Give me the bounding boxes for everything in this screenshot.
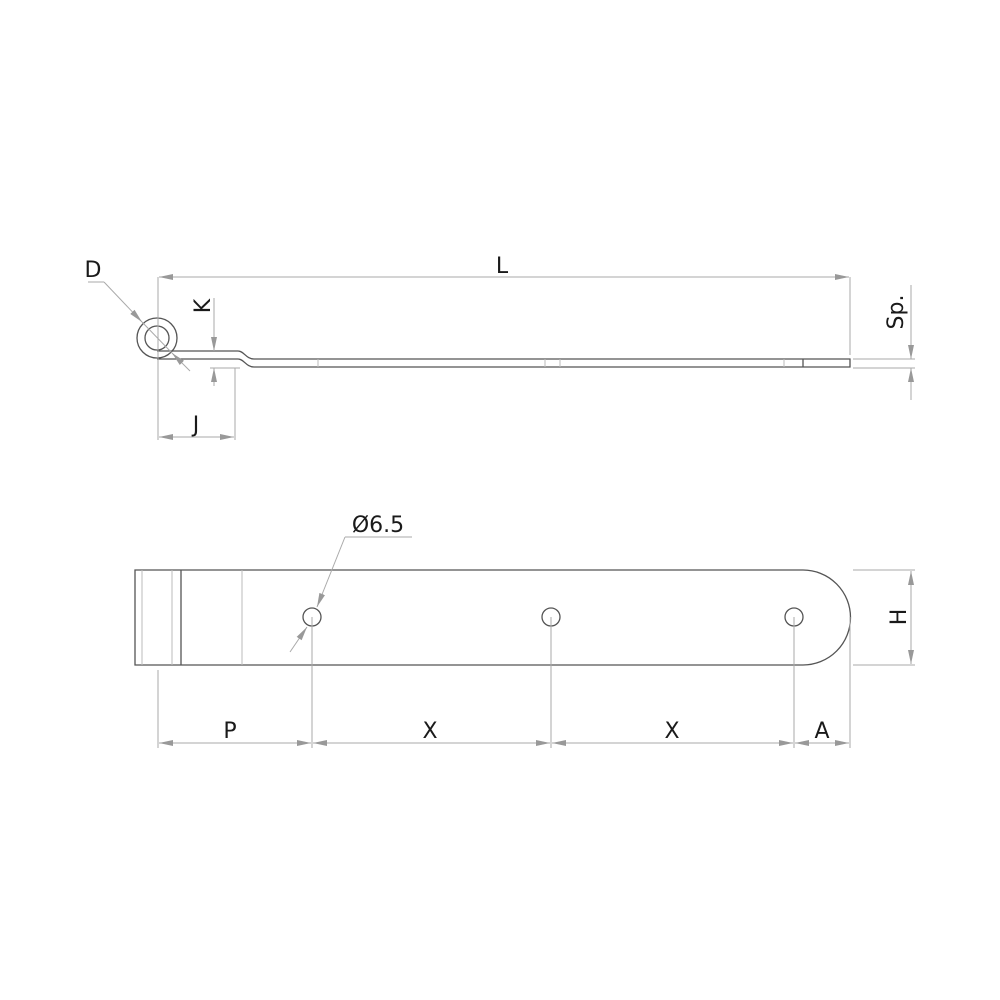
label-L: L <box>496 254 509 279</box>
label-hole-diameter: Ø6.5 <box>352 513 404 538</box>
side-view: L D K J Sp. <box>85 254 915 440</box>
dimension-J: J <box>159 368 236 440</box>
label-K: K <box>191 298 216 313</box>
label-Sp: Sp. <box>884 295 909 330</box>
hinge-plan-profile <box>134 569 852 666</box>
dimension-L: L <box>157 254 851 440</box>
dimension-H: H <box>853 569 915 666</box>
dimension-Sp: Sp. <box>853 285 915 400</box>
dimension-D: D <box>85 258 191 372</box>
label-A: A <box>814 719 829 744</box>
dimension-hole-diameter: Ø6.5 <box>289 513 412 653</box>
dimension-chain: P X X A <box>157 617 851 748</box>
dimension-K: K <box>191 298 240 386</box>
top-view: Ø6.5 H P X X A <box>134 513 915 748</box>
label-P: P <box>223 719 236 744</box>
label-D: D <box>85 258 102 283</box>
label-X-2: X <box>664 719 679 744</box>
label-J: J <box>191 413 200 438</box>
label-X-1: X <box>422 719 437 744</box>
hinge-side-profile <box>136 317 851 368</box>
label-H: H <box>887 609 912 626</box>
